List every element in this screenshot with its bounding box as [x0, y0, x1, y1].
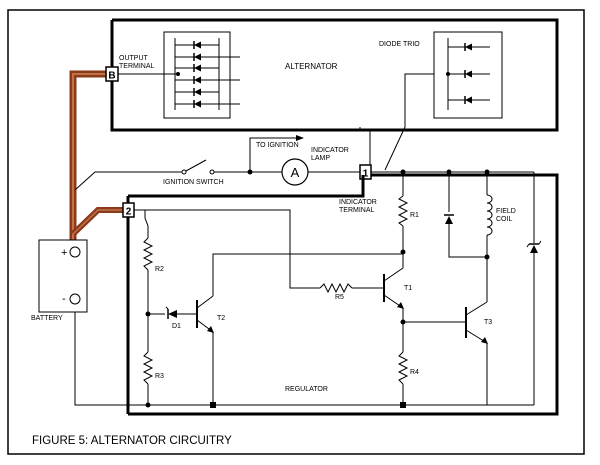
ground-bus — [74, 304, 534, 408]
svg-text:B: B — [108, 71, 115, 82]
resistor-r5 — [319, 282, 384, 294]
ignition-switch — [74, 159, 250, 191]
zener-d1 — [148, 306, 197, 319]
r3-label: R3 — [155, 373, 164, 380]
diode-trio-wire — [384, 73, 434, 171]
battery-plus: + — [61, 247, 67, 259]
alternator-housing — [110, 18, 559, 132]
transistor-t2 — [196, 253, 403, 408]
r2-label: R2 — [155, 266, 164, 273]
t2-label: T2 — [217, 315, 225, 322]
field-coil — [484, 172, 493, 302]
field-coil-label-2: COIL — [496, 216, 512, 223]
ammeter-label: A — [291, 165, 300, 180]
resistor-r2 — [142, 237, 154, 317]
d1-label: D1 — [172, 323, 181, 330]
rectifier-bridge — [163, 31, 240, 119]
resistor-r3 — [142, 314, 154, 405]
to-ignition-label: TO IGNITION — [256, 142, 299, 149]
regulator-label: REGULATOR — [285, 386, 328, 393]
terminal-2: 2 — [122, 202, 135, 218]
diode-trio-label: DIODE TRIO — [379, 41, 420, 48]
regulator-housing-top — [128, 175, 365, 198]
t1-label: T1 — [404, 285, 412, 292]
indicator-terminal-label-1: INDICATOR — [339, 199, 377, 206]
figure-frame — [7, 9, 585, 455]
battery: + - — [38, 239, 88, 313]
transistor-t3 — [403, 301, 488, 405]
svg-text:1: 1 — [363, 169, 369, 180]
sense-wire — [134, 209, 320, 289]
battery-minus: - — [62, 293, 66, 305]
figure-caption: FIGURE 5: ALTERNATOR CIRCUITRY — [32, 435, 232, 447]
terminal-b: B — [105, 66, 119, 82]
regulator-housing — [128, 173, 559, 416]
ignition-switch-label: IGNITION SWITCH — [163, 179, 224, 186]
output-zener — [526, 172, 542, 405]
t3-label: T3 — [484, 319, 492, 326]
diode-trio — [433, 31, 503, 119]
alternator-label: ALTERNATOR — [285, 62, 338, 71]
r5-label: R5 — [335, 294, 344, 301]
indicator-lamp-circuit: A — [247, 127, 371, 186]
resistor-r4 — [397, 322, 409, 408]
resistor-r1 — [397, 172, 409, 255]
field-diode — [444, 172, 487, 258]
r4-label: R4 — [410, 369, 419, 376]
battery-cable — [69, 70, 123, 246]
output-terminal-label-1: OUTPUT — [119, 55, 149, 62]
indicator-lamp-label-1: INDICATOR — [311, 147, 349, 154]
indicator-terminal-label-2: TERMINAL — [339, 207, 375, 214]
battery-label: BATTERY — [31, 315, 63, 322]
r1-label: R1 — [410, 212, 419, 219]
svg-text:2: 2 — [126, 207, 132, 218]
indicator-lamp-label-2: LAMP — [311, 155, 330, 162]
transistor-t1 — [383, 252, 406, 325]
field-coil-label-1: FIELD — [496, 208, 516, 215]
output-terminal-label-2: TERMINAL — [119, 63, 155, 70]
ammeter — [281, 158, 309, 186]
